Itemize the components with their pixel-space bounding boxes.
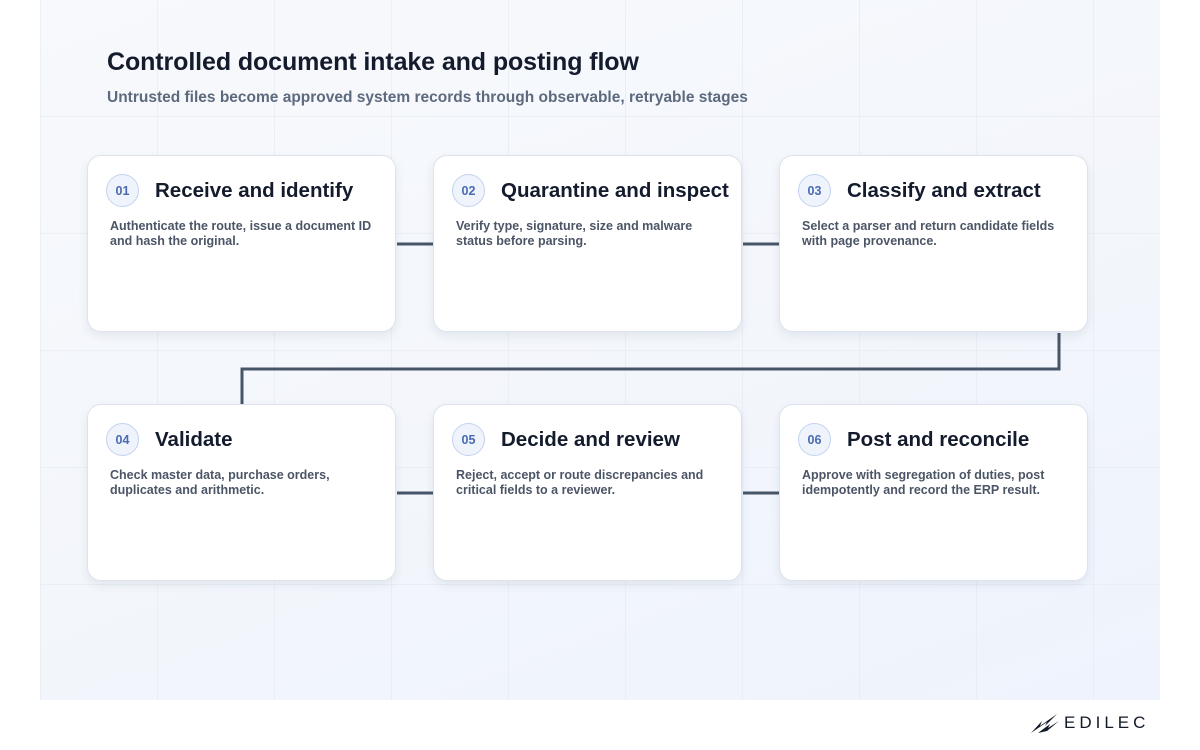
step-number-badge: 05 (452, 423, 485, 456)
brand-logo: EDILEC (1030, 710, 1149, 736)
page-subtitle: Untrusted files become approved system r… (107, 89, 748, 106)
step-description: Approve with segregation of duties, post… (802, 468, 1045, 497)
step-description: Authenticate the route, issue a document… (110, 219, 372, 248)
step-number-badge: 01 (106, 174, 139, 207)
step-card-validate: 04 Validate Check master data, purchase … (87, 404, 396, 581)
step-description: Check master data, purchase orders, dupl… (110, 468, 330, 497)
connector-03-04 (240, 333, 1061, 405)
step-card-decide-and-review: 05 Decide and review Reject, accept or r… (433, 404, 742, 581)
step-number-badge: 02 (452, 174, 485, 207)
step-card-quarantine-and-inspect: 02 Quarantine and inspect Verify type, s… (433, 155, 742, 332)
step-title: Quarantine and inspect (501, 179, 729, 202)
step-number-badge: 06 (798, 423, 831, 456)
edilec-logo-icon (1031, 714, 1059, 733)
step-card-receive-and-identify: 01 Receive and identify Authenticate the… (87, 155, 396, 332)
step-description: Select a parser and return candidate fie… (802, 219, 1055, 248)
diagram-background (40, 0, 1160, 700)
step-card-post-and-reconcile: 06 Post and reconcile Approve with segre… (779, 404, 1088, 581)
step-title: Decide and review (501, 428, 680, 451)
step-title: Post and reconcile (847, 428, 1030, 451)
step-number-badge: 04 (106, 423, 139, 456)
step-description: Verify type, signature, size and malware… (456, 219, 693, 248)
brand-name: EDILEC (1064, 713, 1150, 732)
step-title: Validate (155, 428, 233, 451)
step-number-badge: 03 (798, 174, 831, 207)
step-card-classify-and-extract: 03 Classify and extract Select a parser … (779, 155, 1088, 332)
step-title: Receive and identify (155, 179, 354, 202)
page-title: Controlled document intake and posting f… (107, 48, 639, 76)
step-description: Reject, accept or route discrepancies an… (456, 468, 704, 497)
step-title: Classify and extract (847, 179, 1041, 202)
